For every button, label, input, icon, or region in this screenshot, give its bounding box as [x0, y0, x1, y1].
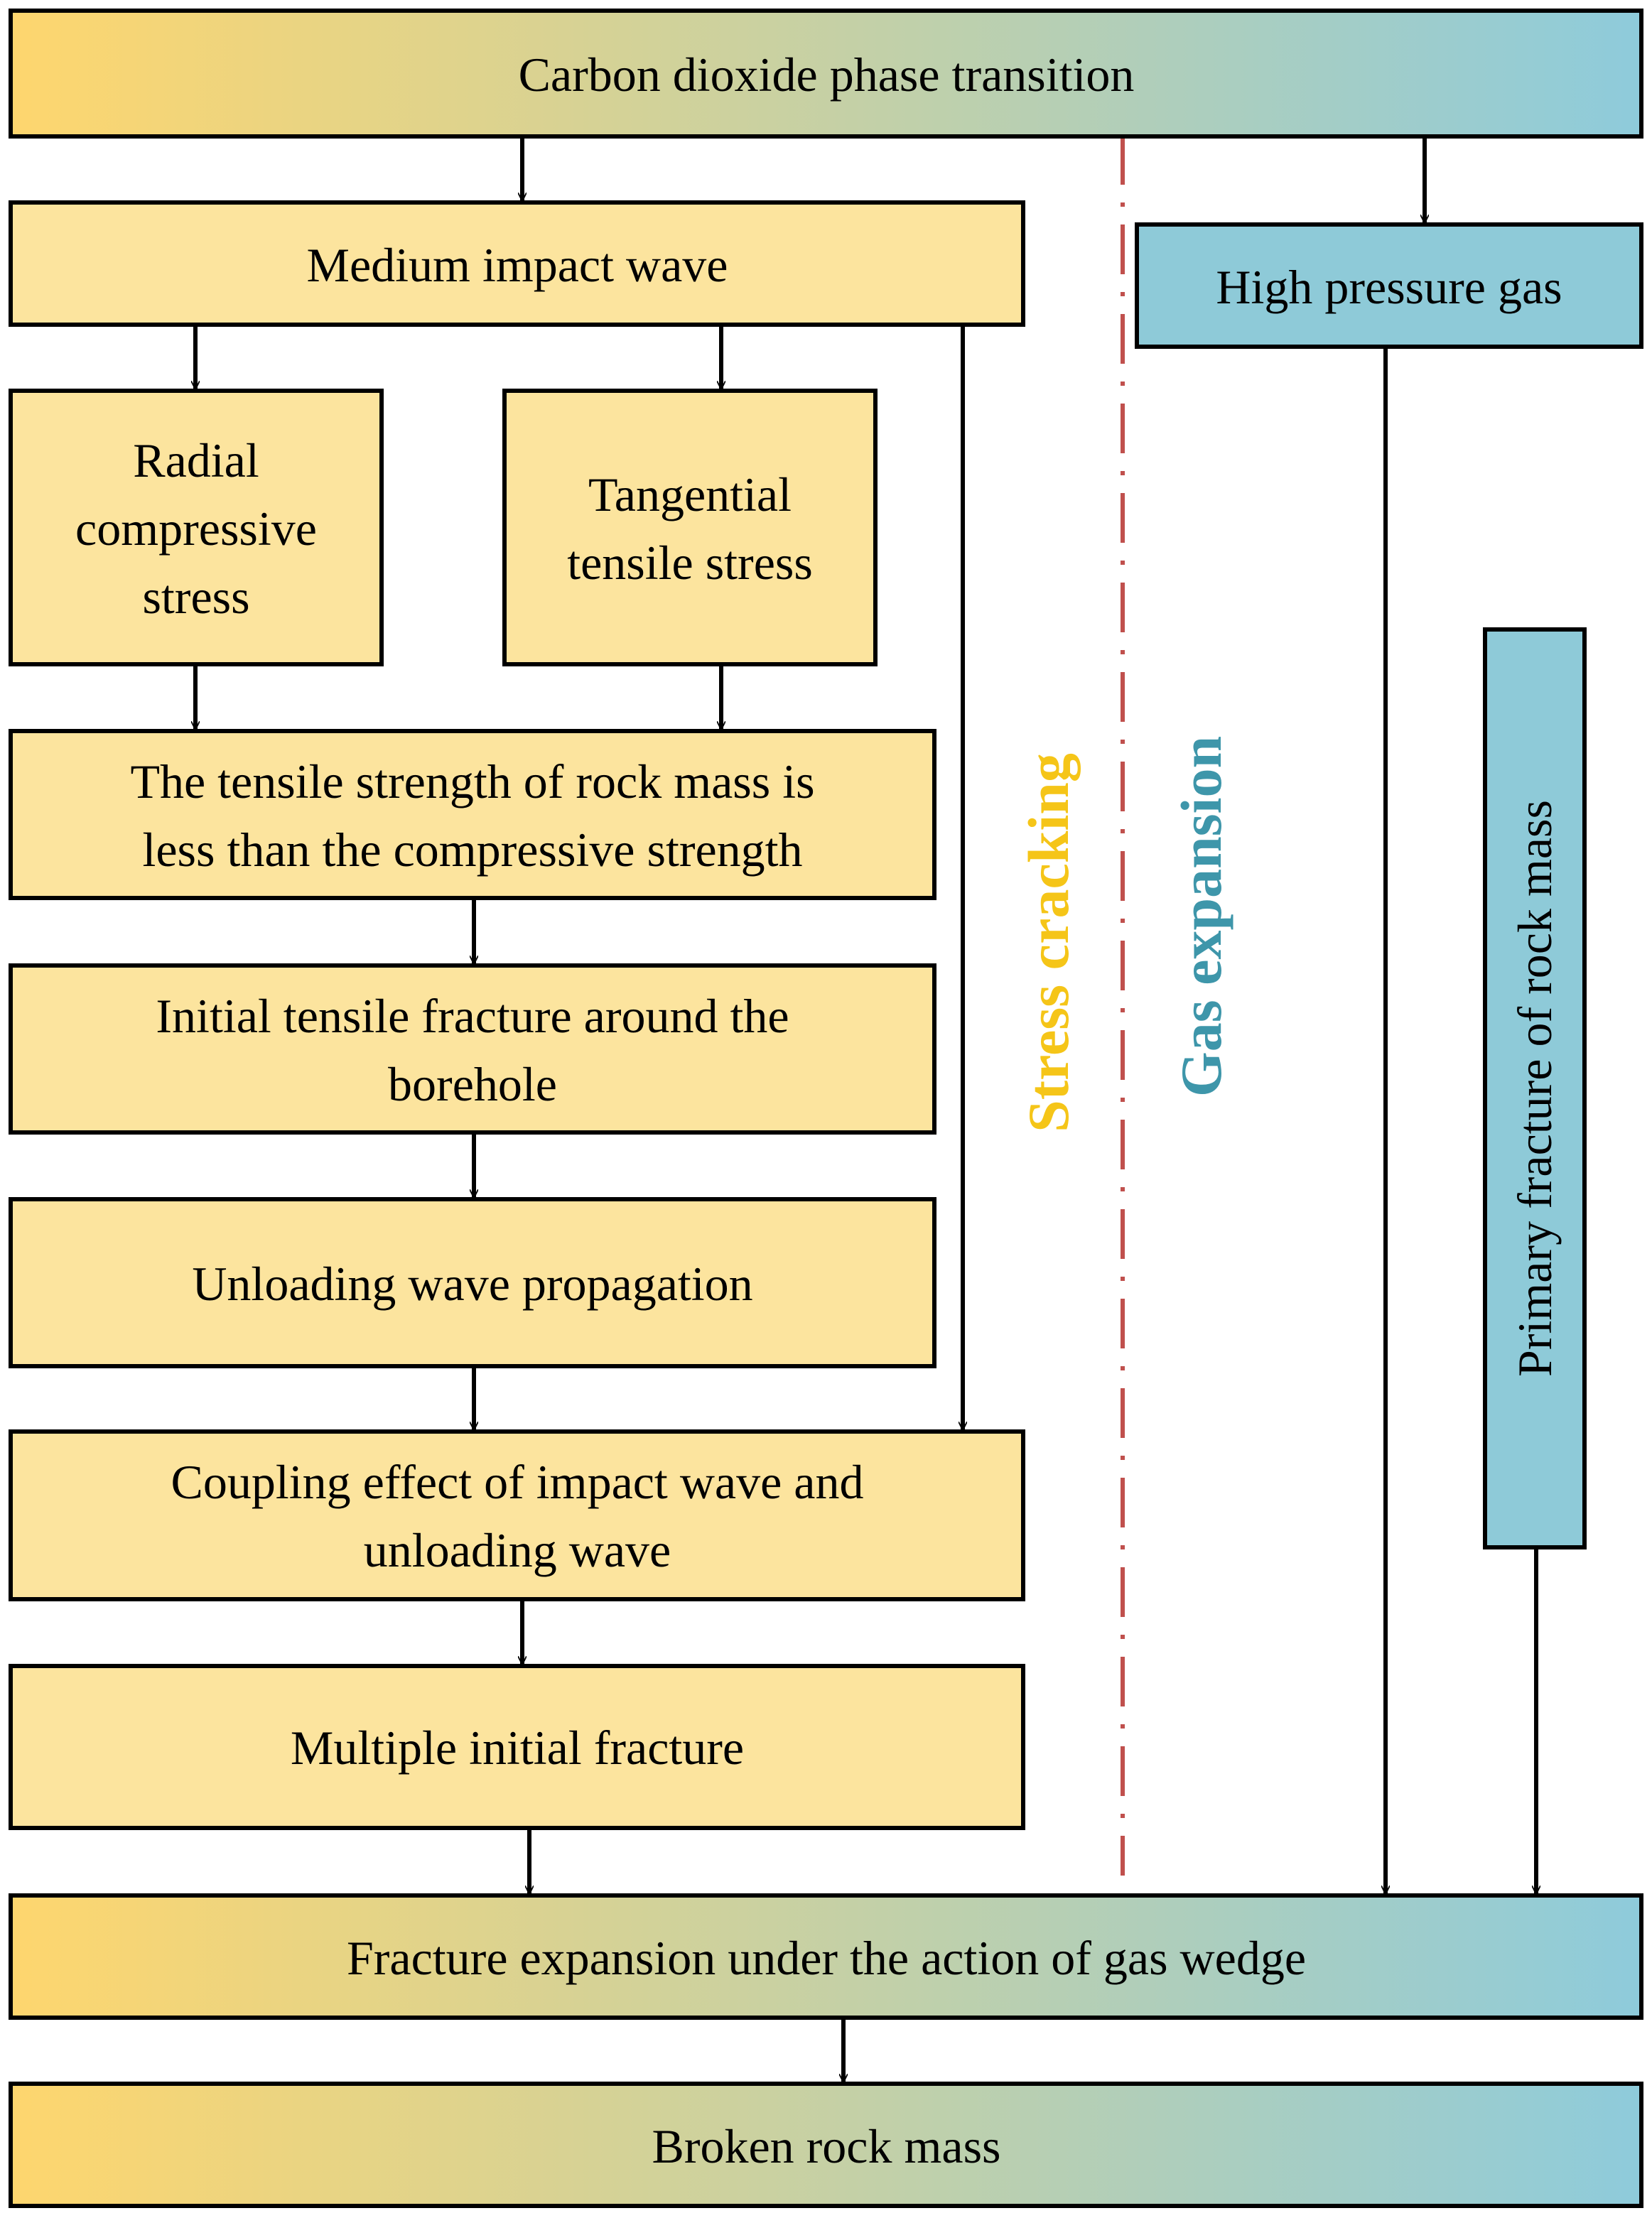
- coupling-line: Coupling effect of impact wave and: [171, 1455, 864, 1509]
- node-co2: Carbon dioxide phase transition: [9, 9, 1643, 139]
- tangential-line: Tangential: [588, 467, 792, 521]
- node-tangential: Tangential tensile stress: [502, 389, 878, 666]
- node-strength-text: The tensile strength of rock mass is less…: [130, 754, 814, 877]
- initial-line: borehole: [388, 1057, 557, 1111]
- node-unloading-text: Unloading wave propagation: [192, 1257, 752, 1311]
- node-initial-text: Initial tensile fracture around the boreh…: [156, 989, 789, 1111]
- hpgas-line: High pressure gas: [1216, 260, 1562, 314]
- coupling-line: unloading wave: [364, 1523, 671, 1577]
- strength-line: The tensile strength of rock mass is: [130, 754, 814, 808]
- primary-line: Primary fracture of rock mass: [1508, 800, 1562, 1377]
- node-radial: Radial compressive stress: [9, 389, 384, 666]
- node-hpgas: High pressure gas: [1135, 222, 1643, 349]
- initial-line: Initial tensile fracture around the: [156, 989, 789, 1043]
- radial-line: Radial: [133, 433, 259, 487]
- node-initial: Initial tensile fracture around the boreh…: [9, 963, 936, 1135]
- multiple-line: Multiple initial fracture: [291, 1721, 744, 1775]
- node-primary: Primary fracture of rock mass: [1483, 627, 1587, 1549]
- node-unloading: Unloading wave propagation: [9, 1197, 936, 1368]
- gas-expansion-label: Gas expansion: [1169, 736, 1233, 1097]
- tangential-line: tensile stress: [567, 536, 813, 590]
- unloading-line: Unloading wave propagation: [192, 1257, 752, 1311]
- node-co2-text: Carbon dioxide phase transition: [519, 48, 1135, 102]
- node-wedge: Fracture expansion under the action of g…: [9, 1893, 1643, 2020]
- node-coupling: Coupling effect of impact wave and unload…: [9, 1429, 1025, 1601]
- radial-line: stress: [142, 570, 249, 624]
- node-strength: The tensile strength of rock mass is less…: [9, 729, 936, 900]
- strength-line: less than the compressive strength: [142, 823, 802, 877]
- broken-line: Broken rock mass: [652, 2119, 1000, 2173]
- node-hpgas-text: High pressure gas: [1216, 260, 1562, 314]
- radial-line: compressive: [75, 502, 317, 556]
- node-broken-text: Broken rock mass: [652, 2119, 1000, 2173]
- node-impact: Medium impact wave: [9, 200, 1025, 327]
- node-tangential-text: Tangential tensile stress: [567, 467, 813, 590]
- connectors: [195, 139, 1536, 2082]
- node-radial-text: Radial compressive stress: [75, 433, 317, 624]
- stress-cracking-label: Stress cracking: [1016, 753, 1081, 1132]
- wedge-line: Fracture expansion under the action of g…: [347, 1931, 1306, 1985]
- node-multiple-text: Multiple initial fracture: [291, 1721, 744, 1775]
- node-multiple: Multiple initial fracture: [9, 1664, 1025, 1830]
- co2-line: Carbon dioxide phase transition: [519, 48, 1135, 102]
- node-wedge-text: Fracture expansion under the action of g…: [347, 1931, 1306, 1985]
- node-coupling-text: Coupling effect of impact wave and unload…: [171, 1455, 864, 1577]
- node-primary-text: Primary fracture of rock mass: [1508, 800, 1562, 1377]
- node-impact-text: Medium impact wave: [307, 238, 728, 292]
- impact-line: Medium impact wave: [307, 238, 728, 292]
- node-broken: Broken rock mass: [9, 2082, 1643, 2208]
